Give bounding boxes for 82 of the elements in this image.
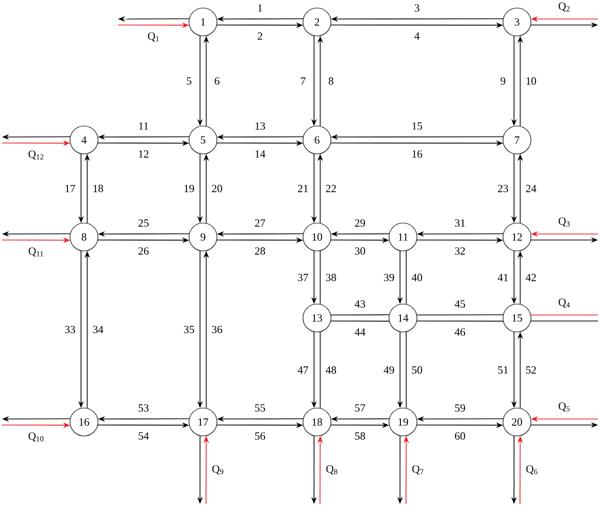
connector-line (406, 250, 407, 304)
edge-label: 6 (213, 76, 221, 86)
edge-label: 39 (382, 272, 396, 282)
edge-label: 37 (296, 272, 310, 282)
edge-label: 17 (64, 184, 76, 194)
connector-line (406, 332, 407, 408)
edge-label: 60 (454, 431, 466, 441)
edge-label: 33 (64, 324, 76, 334)
edge-label: 44 (354, 327, 366, 337)
edge-label: 8 (327, 76, 335, 86)
edge-label: 50 (410, 365, 424, 375)
edge-label: 25 (137, 218, 150, 228)
edge-label: 7 (299, 76, 307, 86)
edge-label: 2 (256, 31, 264, 41)
edge-label: 38 (324, 272, 338, 282)
edge-label: 11 (137, 121, 150, 131)
edge-label: Q$_{8}$ (324, 464, 340, 476)
edge-label: 52 (524, 365, 538, 375)
edge-label: 24 (524, 184, 538, 194)
edge-label: 55 (254, 403, 266, 413)
edge-label: 19 (182, 184, 196, 194)
edge-label: 28 (254, 246, 266, 256)
edge-label: 13 (254, 121, 266, 131)
edge-label: 30 (354, 246, 366, 256)
edge-label: 10 (524, 76, 538, 86)
edge-label: Q$_{12}$ (27, 149, 46, 160)
connector-line (330, 320, 390, 322)
edge-label: Q$_{2}$ (557, 1, 572, 12)
edge-label: 36 (210, 324, 224, 334)
edge-label: 31 (454, 218, 466, 228)
edge-label: 16 (410, 149, 424, 159)
edge-label: Q$_{7}$ (410, 464, 426, 476)
connector-line (416, 320, 504, 322)
edge-label: 18 (92, 184, 104, 194)
edge-label: 51 (496, 365, 510, 375)
edge-label: 45 (454, 299, 466, 309)
edge-label: Q$_{11}$ (27, 246, 46, 258)
edge-label: 43 (354, 299, 366, 309)
edge-label: 21 (296, 184, 310, 194)
edge-label: 15 (410, 121, 424, 131)
edge-label: Q$_{6}$ (524, 464, 540, 476)
edge-label: Q$_{3}$ (557, 216, 572, 228)
edge-label: 40 (410, 272, 424, 282)
edge-label: 29 (354, 218, 366, 228)
edge-label: 46 (454, 327, 466, 337)
edge-label: 26 (137, 246, 150, 256)
edge-label: 34 (92, 324, 104, 334)
edge-label: 53 (137, 403, 150, 413)
edge-label: 49 (382, 365, 396, 375)
edge-label: 12 (137, 149, 150, 159)
edge-label: Q$_{4}$ (557, 297, 572, 308)
edge-label: 35 (182, 324, 196, 334)
edge-label: 22 (324, 184, 338, 194)
edge-label: 14 (254, 149, 266, 159)
edge-label: 27 (254, 218, 266, 228)
edge-label: 48 (324, 365, 338, 375)
edge-label: 42 (524, 272, 538, 282)
connector-line (320, 332, 321, 408)
edge-label: 9 (499, 76, 507, 86)
connector-line (416, 314, 504, 316)
connector-line (530, 314, 598, 316)
edge-label: 54 (137, 431, 150, 441)
edge-label: Q$_{5}$ (557, 401, 572, 412)
connector-line (530, 320, 598, 322)
edge-label: 5 (185, 76, 193, 86)
edge-label: 57 (354, 403, 366, 413)
connector-line (320, 250, 321, 304)
connector-line (330, 314, 390, 316)
edge-label: 32 (454, 246, 466, 256)
edge-label: 47 (296, 365, 310, 375)
edge-label: 3 (413, 3, 421, 13)
edge-label: 59 (454, 403, 466, 413)
edge-label: Q$_{1}$ (146, 31, 161, 42)
edge-label: 1 (256, 3, 264, 13)
edge-label: Q$_{9}$ (210, 464, 226, 476)
edge-label: 41 (496, 272, 510, 282)
edge-label: 20 (210, 184, 224, 194)
edge-label: 4 (413, 31, 421, 41)
edge-label: Q$_{10}$ (27, 431, 46, 442)
edge-label: 23 (496, 184, 510, 194)
edge-label: 56 (254, 431, 266, 441)
edge-label: 58 (354, 431, 366, 441)
